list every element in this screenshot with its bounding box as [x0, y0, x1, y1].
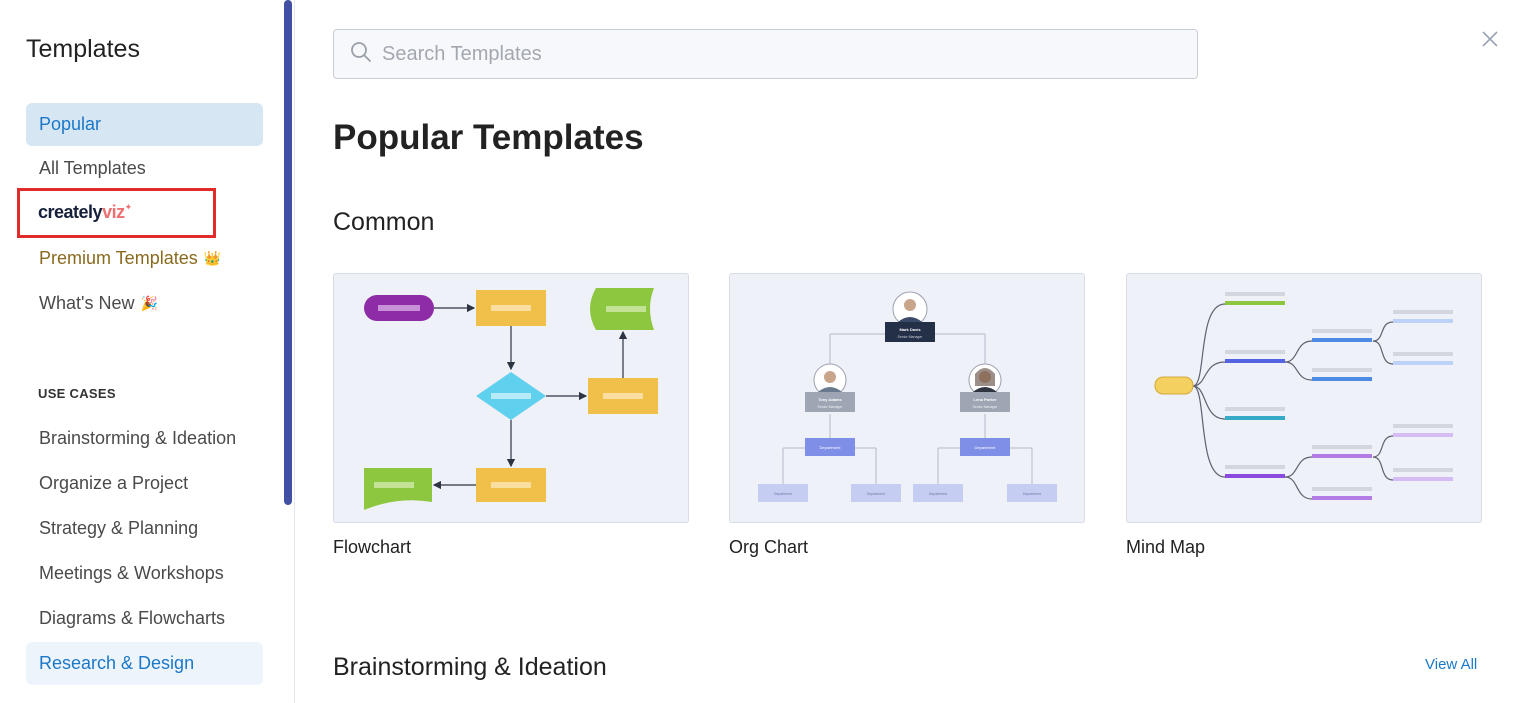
sidebar-item-all-templates[interactable]: All Templates [26, 147, 263, 190]
org-subdept-4: Department [1023, 492, 1041, 496]
org-top-name: Mark Davis [899, 327, 921, 332]
sidebar-item-label: Popular [39, 114, 102, 134]
section-title-brainstorming: Brainstorming & Ideation [333, 653, 607, 681]
mind-map-thumbnail [1154, 292, 1453, 500]
sidebar-item-strategy-planning[interactable]: Strategy & Planning [26, 507, 263, 550]
section-title-common: Common [333, 208, 435, 236]
sidebar-item-whats-new[interactable]: What's New 🎉 [26, 282, 263, 325]
sidebar-item-popular[interactable]: Popular [26, 103, 263, 146]
template-card-flowchart[interactable] [333, 273, 689, 523]
org-chart-thumbnail: Mark Davis Senior Manager Tony Adams Sen… [758, 291, 1057, 502]
sidebar-item-research-design[interactable]: Research & Design [26, 642, 263, 685]
party-popper-icon: 🎉 [140, 295, 158, 311]
org-right-name: Lena Parker [974, 397, 997, 402]
flowchart-thumbnail [364, 288, 658, 510]
close-button[interactable] [1478, 27, 1502, 51]
sidebar-item-diagrams-flowcharts[interactable]: Diagrams & Flowcharts [26, 597, 263, 640]
search-icon [350, 41, 372, 68]
crown-icon: 👑 [203, 250, 222, 266]
card-label-flowchart: Flowchart [333, 537, 412, 557]
sidebar-item-premium-templates[interactable]: Premium Templates 👑 [26, 237, 263, 280]
org-dept-left: Department [820, 445, 842, 450]
org-left-name: Tony Adams [818, 397, 842, 402]
sidebar-item-label: Meetings & Workshops [39, 563, 224, 583]
use-cases-heading: USE CASES [38, 386, 116, 401]
card-label-org-chart: Org Chart [729, 537, 809, 557]
sidebar-item-label: Research & Design [39, 653, 195, 673]
search-bar[interactable] [333, 29, 1198, 79]
view-all-link[interactable]: View All [1425, 656, 1478, 673]
org-top-role: Senior Manager [898, 335, 924, 339]
close-icon [1482, 31, 1498, 47]
sidebar-item-label: What's New [39, 293, 135, 313]
sidebar-item-meetings-workshops[interactable]: Meetings & Workshops [26, 552, 263, 595]
search-input[interactable] [382, 42, 1162, 66]
org-subdept-3: Department [929, 492, 947, 496]
highlight-box [17, 188, 216, 238]
sparkle-icon: ✦ [124, 202, 133, 212]
creately-viz-logo[interactable]: creately viz ✦ [38, 202, 132, 228]
logo-text-viz: viz [102, 202, 125, 222]
org-right-role: Senior Manager [973, 405, 999, 409]
card-label-mind-map: Mind Map [1126, 537, 1206, 557]
logo-text-creately: creately [38, 202, 103, 222]
page-title: Popular Templates [333, 118, 644, 157]
org-subdept-2: Department [867, 492, 885, 496]
template-card-mind-map[interactable] [1126, 273, 1482, 523]
org-dept-right: Department [975, 445, 997, 450]
sidebar-title: Templates [26, 35, 140, 63]
sidebar-scrollbar[interactable] [284, 0, 292, 505]
sidebar-item-brainstorming[interactable]: Brainstorming & Ideation [26, 417, 263, 460]
org-subdept-1: Department [774, 492, 792, 496]
org-left-role: Senior Manager [818, 405, 844, 409]
sidebar-item-label: Diagrams & Flowcharts [39, 608, 226, 628]
sidebar-item-label: Organize a Project [39, 473, 189, 493]
sidebar-item-label: Brainstorming & Ideation [39, 428, 237, 448]
sidebar-item-label: Premium Templates [39, 248, 198, 268]
sidebar-item-label: All Templates [39, 158, 146, 178]
template-card-org-chart[interactable]: Mark Davis Senior Manager Tony Adams Sen… [729, 273, 1085, 523]
sidebar-item-label: Strategy & Planning [39, 518, 199, 538]
sidebar: Templates Popular All Templates creately… [0, 0, 295, 703]
sidebar-item-organize-project[interactable]: Organize a Project [26, 462, 263, 505]
